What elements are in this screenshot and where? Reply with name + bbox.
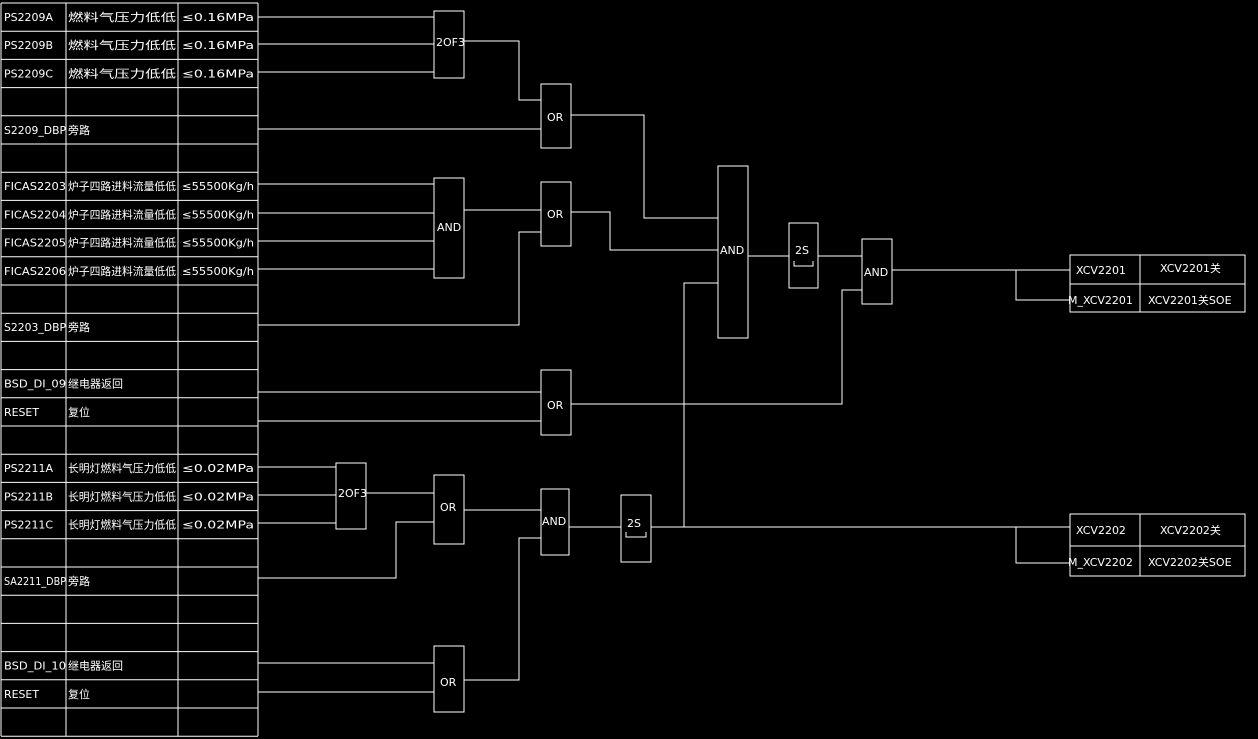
gate-and-a-label: AND: [437, 221, 461, 234]
gate-2of3-a: 2OF3: [433, 10, 465, 79]
input-limit: ≤0.02MPa: [182, 519, 254, 532]
output-block-1: XCV2201 XCV2201关 M_XCV2201 XCV2201关SOE: [1068, 254, 1246, 313]
gate-or-reset-a: OR: [540, 369, 572, 436]
input-limit: ≤0.16MPa: [182, 39, 254, 52]
delay-timer-a: 2S: [788, 222, 819, 289]
input-description: 燃料气压力低低: [68, 66, 176, 80]
output-block-2: XCV2202 XCV2202关 M_XCV2202 XCV2202关SOE: [1068, 513, 1246, 577]
gate-and-main: AND: [717, 165, 749, 339]
input-tag: BSD_DI_10: [4, 660, 66, 673]
input-limit: ≤55500Kg/h: [182, 237, 254, 250]
delay-timer-b: 2S: [620, 494, 652, 563]
output-2-desc: XCV2202关: [1160, 523, 1221, 537]
input-description: 旁路: [68, 123, 90, 137]
gate-and-out: AND: [861, 238, 893, 305]
input-tag: PS2211A: [4, 462, 53, 475]
gate-and-out-label: AND: [864, 266, 888, 279]
input-description: 旁路: [68, 320, 90, 334]
input-description: 燃料气压力低低: [68, 10, 176, 24]
input-description: 复位: [68, 687, 90, 701]
input-description: 炉子四路进料流量低低: [68, 236, 176, 250]
input-description: 炉子四路进料流量低低: [68, 179, 176, 193]
gate-or-b: OR: [540, 181, 572, 247]
input-table-row-lines: [1, 2, 258, 737]
delay-timer-a-label: 2S: [795, 244, 809, 257]
output-1-soe-desc: XCV2201关SOE: [1148, 293, 1232, 307]
delay-timer-b-label: 2S: [627, 517, 641, 530]
input-description: 燃料气压力低低: [68, 38, 176, 52]
gate-2of3-b-label: 2OF3: [338, 487, 367, 500]
input-tag: S2203_DBP: [4, 321, 66, 334]
input-tag: FICAS2206: [4, 265, 66, 278]
input-limit: ≤0.16MPa: [182, 11, 254, 24]
gate-or-reset-b: OR: [433, 645, 465, 713]
gate-or-reset-b-label: OR: [440, 676, 457, 689]
input-tag: S2209_DBP: [4, 124, 66, 137]
input-description: 长明灯燃料气压力低低: [68, 489, 176, 503]
input-tag: PS2211C: [4, 519, 53, 532]
input-limit: ≤55500Kg/h: [182, 265, 254, 278]
input-limit: ≤0.02MPa: [182, 490, 254, 503]
output-tables: XCV2201 XCV2201关 M_XCV2201 XCV2201关SOE X…: [1068, 254, 1246, 577]
gate-or-reset-a-label: OR: [547, 399, 564, 412]
input-description: 炉子四路进料流量低低: [68, 207, 176, 221]
input-tag: PS2211B: [4, 490, 53, 503]
output-1-desc: XCV2201关: [1160, 261, 1221, 275]
output-1-soe-tag: M_XCV2201: [1068, 294, 1133, 307]
input-description: 继电器返回: [68, 660, 123, 673]
input-tag: PS2209A: [4, 11, 53, 24]
input-tag: PS2209C: [4, 67, 53, 80]
signal-wires: [258, 16, 1070, 693]
gate-or-a-label: OR: [547, 111, 564, 124]
input-tag: RESET: [4, 688, 39, 701]
gate-2of3-b: 2OF3: [335, 462, 367, 530]
input-description: 继电器返回: [68, 378, 123, 391]
input-tag: SA2211_DBP: [4, 575, 66, 588]
output-1-tag: XCV2201: [1076, 264, 1126, 277]
gate-and-b: AND: [540, 488, 570, 556]
input-tag: FICAS2205: [4, 237, 66, 250]
input-limit: ≤0.16MPa: [182, 67, 254, 80]
input-description: 长明灯燃料气压力低低: [68, 518, 176, 532]
gate-or-c-label: OR: [440, 501, 457, 514]
input-description: 复位: [68, 405, 90, 419]
input-tag: RESET: [4, 406, 39, 419]
input-tag: FICAS2204: [4, 208, 66, 221]
input-limit: ≤55500Kg/h: [182, 180, 254, 193]
gate-or-b-label: OR: [547, 208, 564, 221]
output-2-tag: XCV2202: [1076, 524, 1126, 537]
input-description: 旁路: [68, 574, 90, 588]
input-tag: FICAS2203: [4, 180, 66, 193]
input-limit: ≤0.02MPa: [182, 462, 254, 475]
output-2-soe-desc: XCV2202关SOE: [1148, 555, 1232, 569]
gate-and-a: AND: [433, 177, 465, 279]
input-description: 炉子四路进料流量低低: [68, 264, 176, 278]
input-tag: PS2209B: [4, 39, 53, 52]
gate-or-a: OR: [540, 83, 572, 149]
output-2-soe-tag: M_XCV2202: [1068, 556, 1133, 569]
input-tag: BSD_DI_09: [4, 378, 66, 391]
gate-2of3-a-label: 2OF3: [436, 36, 465, 49]
gate-and-b-label: AND: [542, 515, 566, 528]
input-description: 长明灯燃料气压力低低: [68, 461, 176, 475]
input-limit: ≤55500Kg/h: [182, 208, 254, 221]
gate-or-c: OR: [433, 474, 465, 545]
logic-gates: 2OF3 OR AND OR OR AND 2S AND: [335, 10, 893, 713]
gate-and-main-label: AND: [720, 244, 744, 257]
